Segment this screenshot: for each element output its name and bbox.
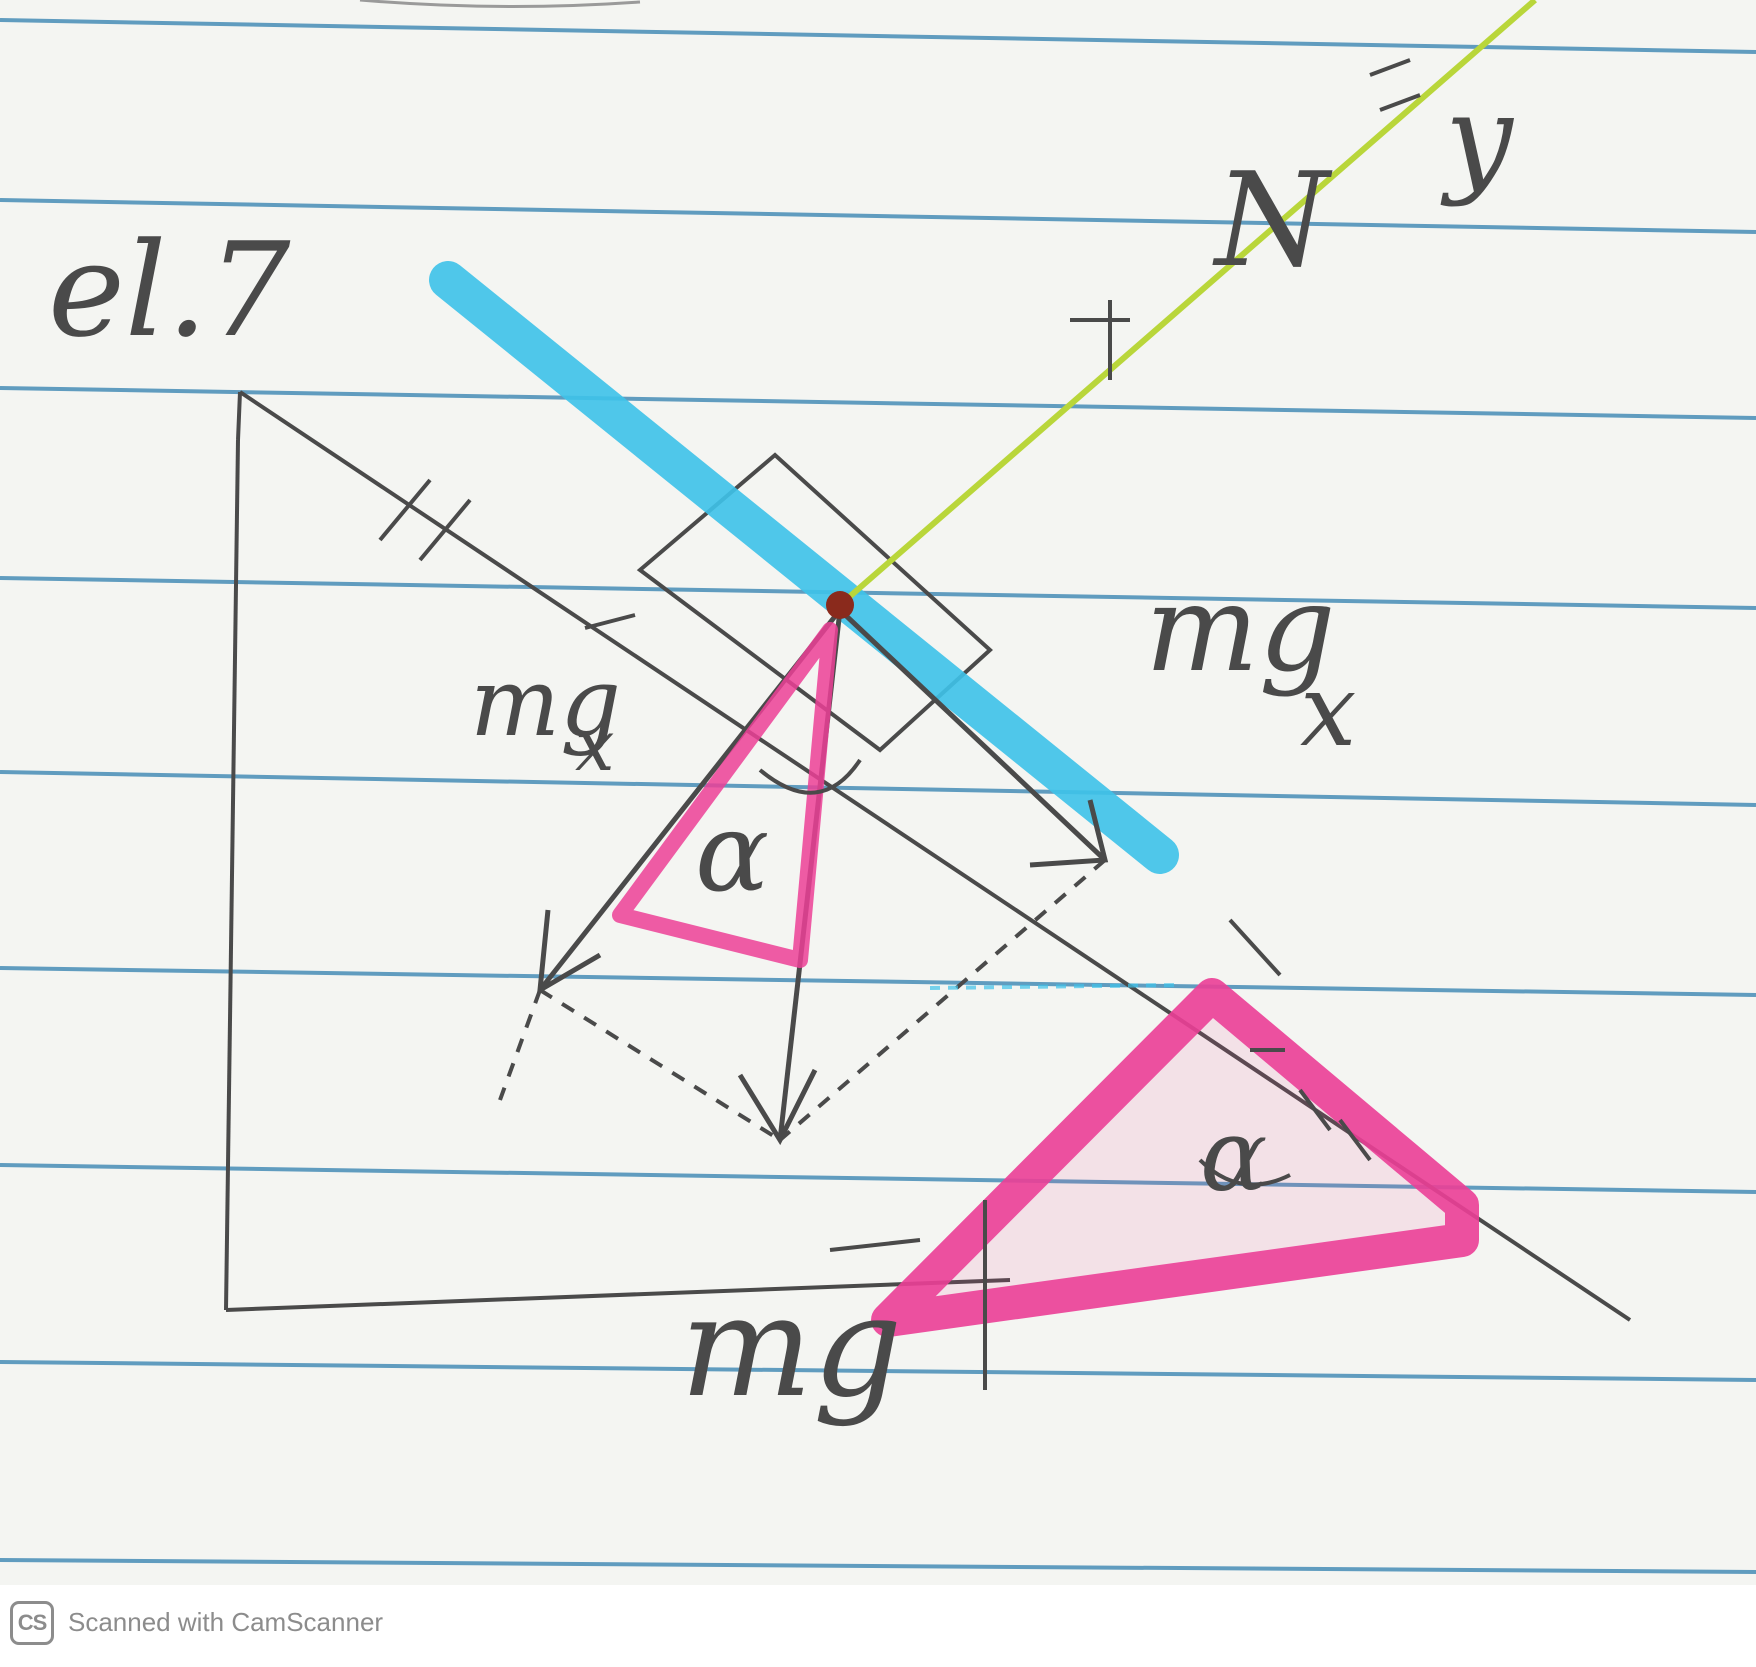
block — [584, 452, 993, 753]
angle-lower-label: α — [1200, 1097, 1268, 1214]
ruled-lines — [0, 18, 1756, 1574]
large-triangle-pencil — [829, 918, 1372, 1390]
x-component-sub: x — [1300, 652, 1356, 769]
normal-line — [846, 0, 1537, 601]
gravity-label: mg — [680, 1266, 902, 1429]
top-edge-stroke — [359, 0, 641, 9]
scanner-footer: CS Scanned with CamScanner — [0, 1585, 1756, 1667]
y-axis-arrow — [1070, 58, 1421, 380]
scanner-watermark-text: Scanned with CamScanner — [68, 1607, 384, 1637]
problem-label: el.7 — [48, 214, 291, 366]
x-component-label: mg — [1145, 560, 1336, 699]
angle-upper-label: α — [695, 788, 769, 916]
angle-arcs — [758, 758, 1291, 1187]
camscanner-logo: CS — [10, 1601, 54, 1645]
x-component-left-sub: x — [575, 705, 614, 787]
normal-force-label: N — [1212, 144, 1333, 296]
large-highlight-triangle — [871, 978, 1479, 1337]
x-component-left-label: mg — [470, 648, 621, 758]
projection-lines — [498, 858, 1107, 1142]
y-axis-label: y — [1440, 70, 1515, 209]
cyan-dash — [929, 983, 1181, 990]
incline-highlight — [429, 261, 1179, 874]
small-highlight-triangle — [612, 622, 838, 968]
notebook-sketch: el.7 N y mg x mg x mg α α — [0, 0, 1756, 1574]
center-dot — [826, 591, 854, 619]
